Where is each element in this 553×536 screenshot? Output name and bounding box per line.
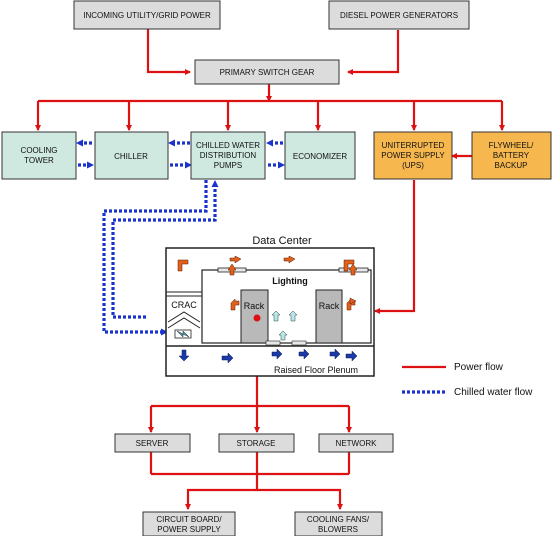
circuit-board-label-2: POWER SUPPLY xyxy=(157,525,221,534)
cooling-fans-label: COOLING FANS/ xyxy=(307,515,370,524)
primary-switchgear-label: PRIMARY SWITCH GEAR xyxy=(220,68,315,77)
rack-right-label: Rack xyxy=(319,301,340,311)
cold-air-arrow-icon xyxy=(178,349,190,362)
ups-label: UNITERRUPTED xyxy=(382,141,445,150)
hot-air-arrow-icon xyxy=(227,263,237,276)
data-center-illustration: Data Center Lighting CRAC Rack Rack xyxy=(165,235,375,377)
rack-left-label: Rack xyxy=(244,301,265,311)
ups-box xyxy=(373,131,453,180)
raised-floor-plenum-label: Raised Floor Plenum xyxy=(274,365,358,375)
flywheel-battery-label: FLYWHEEL/ xyxy=(489,141,535,150)
crac-unit: CRAC xyxy=(166,291,202,339)
storage-box xyxy=(218,433,295,453)
cool-air-arrow-icon xyxy=(288,310,298,322)
cold-air-arrow-icon xyxy=(345,350,358,362)
circuit-board-label: CIRCUIT BOARD/ xyxy=(156,515,222,524)
flywheel-battery-label-2: BATTERY xyxy=(493,151,530,160)
network-label: NETWORK xyxy=(336,439,378,448)
cold-air-arrow-icon xyxy=(298,348,310,360)
economizer-box xyxy=(284,131,356,180)
server-label: SERVER xyxy=(136,439,169,448)
floor-tile-1 xyxy=(265,340,281,346)
power-node-icon xyxy=(253,314,261,322)
hot-air-arrow-icon xyxy=(343,259,355,272)
chilled-water-pumps-box xyxy=(190,131,266,180)
hot-air-arrow-icon xyxy=(348,263,358,276)
cooling-fans-box xyxy=(294,511,383,536)
rack-right xyxy=(315,289,343,344)
economizer-label: ECONOMIZER xyxy=(293,152,347,161)
ups-label-2: POWER SUPPLY xyxy=(381,151,445,160)
crac-label: CRAC xyxy=(171,300,197,310)
flywheel-battery-label-3: BACKUP xyxy=(495,161,528,170)
network-box xyxy=(318,433,394,453)
cooling-fans-label-2: BLOWERS xyxy=(318,525,358,534)
flywheel-battery-box xyxy=(471,131,552,180)
primary-switchgear-box xyxy=(194,59,340,85)
utility-grid-box xyxy=(73,0,221,30)
legend-power-label: Power flow xyxy=(454,362,504,373)
utility-grid-label: INCOMING UTILITY/GRID POWER xyxy=(83,11,211,20)
cooling-tower-box xyxy=(1,131,77,180)
chiller-box xyxy=(94,131,169,180)
server-room xyxy=(201,269,372,344)
diesel-generators-box xyxy=(328,0,470,30)
chilled-water-pumps-label: CHILLED WATER xyxy=(196,141,260,150)
legend-chilled-label: Chilled water flow xyxy=(454,387,533,398)
chiller-label: CHILLER xyxy=(114,152,148,161)
it-load-boxes: SERVER STORAGE NETWORK CIRCUIT BOARD/ PO… xyxy=(114,433,394,536)
circuit-board-box xyxy=(142,511,236,536)
cool-air-arrow-icon xyxy=(271,310,281,322)
chilled-water-pumps-label-2: DISTRIBUTION xyxy=(200,151,257,160)
cold-air-arrow-icon xyxy=(329,348,341,360)
equipment-boxes: COOLING TOWER CHILLER CHILLED WATER DIST… xyxy=(1,131,552,180)
legend: Power flow Chilled water flow xyxy=(402,362,533,398)
lighting-label: Lighting xyxy=(272,276,308,286)
hot-air-arrow-icon xyxy=(230,298,240,311)
diesel-generators-label: DIESEL POWER GENERATORS xyxy=(340,11,458,20)
cooling-tower-label-2: TOWER xyxy=(24,156,54,165)
data-center-title: Data Center xyxy=(252,235,312,247)
power-source-boxes: INCOMING UTILITY/GRID POWER DIESEL POWER… xyxy=(73,0,470,85)
cold-air-arrow-icon xyxy=(271,348,283,360)
hot-air-arrow-icon xyxy=(283,255,296,264)
cool-air-arrow-icon xyxy=(278,330,288,341)
hot-air-arrow-icon xyxy=(349,297,357,305)
hot-air-arrow-icon xyxy=(177,259,189,272)
floor-tile-2 xyxy=(291,340,307,346)
ups-label-3: (UPS) xyxy=(402,161,424,170)
storage-label: STORAGE xyxy=(237,439,276,448)
cold-air-arrow-icon xyxy=(221,352,234,364)
cooling-tower-label: COOLING xyxy=(21,146,58,155)
chilled-water-lines xyxy=(76,139,285,336)
server-box xyxy=(114,433,191,453)
chilled-water-pumps-label-3: PUMPS xyxy=(214,161,242,170)
hot-air-arrow-icon xyxy=(229,255,242,264)
